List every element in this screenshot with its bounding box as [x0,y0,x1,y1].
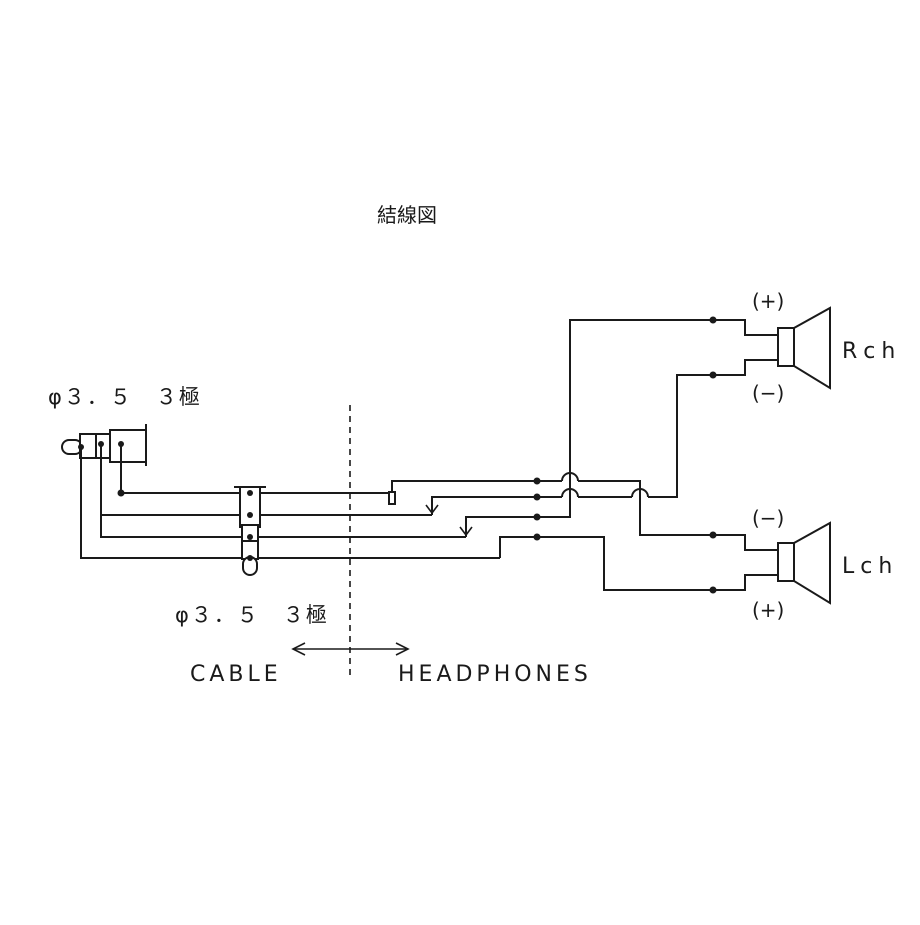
cable-wires [78,441,500,559]
cable-label: CABLE [190,662,282,687]
plug-label-top: φ３．５ ３極 [48,385,202,409]
rch-label: Rch [842,339,901,364]
lch-minus-label: (−) [752,506,784,530]
headphones-label: HEADPHONES [398,662,592,687]
lch-plus-label: (+) [752,598,784,622]
speaker-icon-lch [777,521,831,605]
plug-icon-vertical [234,486,266,576]
rch-minus-label: (−) [752,381,784,405]
speaker-icon-rch [777,306,831,390]
lch-label: Lch [842,554,898,579]
plug-icon-horizontal [61,424,147,466]
diagram-title: 結線図 [377,203,437,227]
plug-label-middle: φ３．５ ３極 [175,603,329,627]
double-arrow-icon [291,642,410,656]
rch-plus-label: (+) [752,289,784,313]
headphone-wires [388,316,778,594]
